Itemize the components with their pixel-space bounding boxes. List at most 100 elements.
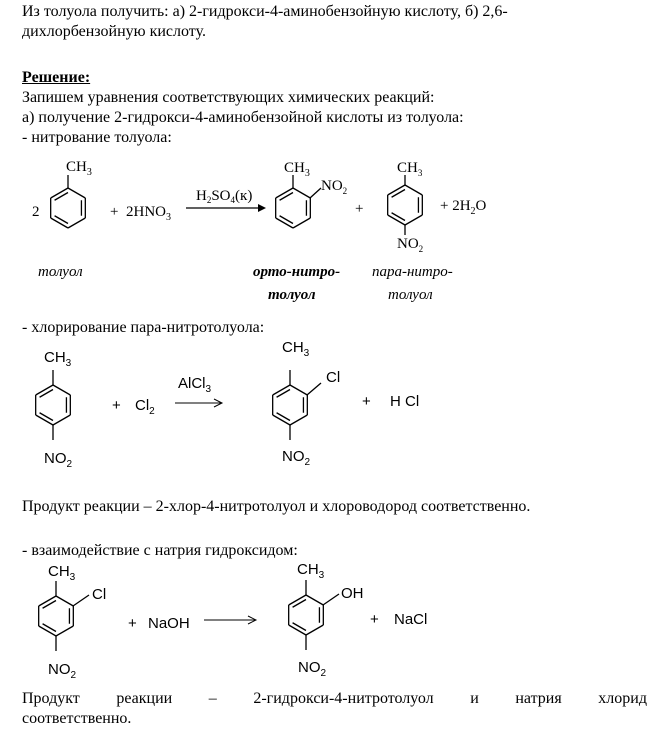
ring-bond bbox=[272, 414, 291, 426]
chloronitrotoluene-ring bbox=[38, 581, 90, 651]
ring-bond bbox=[35, 384, 54, 396]
reactant-no2: NO2 bbox=[48, 661, 77, 681]
ring-bond bbox=[67, 187, 86, 199]
reaction-hydroxide: CH3 Cl NO2 + NaOH CH3 OH NO2 + NaCl bbox=[38, 561, 427, 681]
label-para-line-2: толуол bbox=[388, 287, 433, 303]
label-ortho-line-2: толуол bbox=[268, 287, 316, 303]
solution-intro: Запишем уравнения соответствующих химиче… bbox=[22, 89, 435, 106]
para-no2: NO2 bbox=[397, 236, 423, 254]
ring-bond bbox=[387, 184, 406, 196]
ring-bond bbox=[305, 594, 324, 606]
ring-bond bbox=[288, 594, 307, 606]
problem-line-1: Из толуола получить: а) 2-гидрокси-4-ами… bbox=[22, 3, 508, 20]
ring-bond bbox=[52, 414, 71, 426]
chlorine: Cl2 bbox=[135, 397, 155, 417]
ortho-ch3: CH3 bbox=[284, 160, 310, 179]
ring-double-bond bbox=[39, 412, 54, 422]
p-nitrotoluene-ch3: CH3 bbox=[44, 349, 72, 369]
para-nitrotoluene-ring bbox=[387, 175, 423, 235]
solution-heading: Решение: bbox=[22, 69, 91, 86]
ring-bond bbox=[387, 214, 406, 226]
step-chlorination: - хлорирование пара-нитротолуола: bbox=[22, 319, 265, 336]
p-nitrotoluene-ring bbox=[35, 370, 71, 440]
ring-bond bbox=[292, 187, 311, 199]
ring-double-bond bbox=[391, 212, 406, 222]
ring-double-bond bbox=[54, 215, 69, 225]
sodium-hydroxide: NaOH bbox=[148, 615, 190, 632]
nitric-acid: 2HNO3 bbox=[126, 204, 171, 223]
ring-double-bond bbox=[39, 388, 54, 398]
ring-bond bbox=[275, 187, 294, 199]
product-ch3: CH3 bbox=[297, 561, 325, 581]
word: – bbox=[208, 690, 217, 707]
ring-double-bond bbox=[42, 599, 57, 609]
ring-double-bond bbox=[391, 188, 406, 198]
label-para-line-1: пара-нитро- bbox=[372, 264, 453, 280]
water-product: + 2H2O bbox=[440, 198, 487, 217]
ring-double-bond bbox=[279, 215, 294, 225]
reaction-arrow bbox=[204, 615, 258, 625]
ring-bond bbox=[67, 217, 86, 229]
toluene-ch3: CH3 bbox=[66, 159, 92, 178]
reaction-arrow bbox=[175, 398, 224, 408]
chloronitrotoluene-ring bbox=[272, 370, 322, 440]
ring-bond bbox=[55, 625, 74, 637]
ring-bond bbox=[55, 595, 74, 607]
plus-sign: + bbox=[110, 204, 118, 220]
ring-double-bond bbox=[54, 191, 69, 201]
ring-double-bond bbox=[279, 191, 294, 201]
label-ortho-line-1: орто-нитро- bbox=[253, 264, 340, 280]
plus-sign: + bbox=[362, 393, 371, 410]
ring-double-bond bbox=[292, 622, 307, 632]
p-nitrotoluene-no2: NO2 bbox=[44, 450, 73, 470]
ortho-nitrotoluene-ring bbox=[275, 175, 322, 229]
plus-sign: + bbox=[370, 611, 379, 628]
product-hydroxide-line-2: соответственно. bbox=[22, 710, 132, 727]
reactant-cl: Cl bbox=[92, 586, 106, 603]
product-oh: OH bbox=[341, 585, 364, 602]
ring-bond bbox=[288, 624, 307, 636]
ring-bond bbox=[38, 595, 57, 607]
product-cl: Cl bbox=[326, 369, 340, 386]
para-ch3: CH3 bbox=[397, 160, 423, 178]
plus-sign: + bbox=[112, 397, 121, 414]
reaction-chlorination: CH3 NO2 + Cl2 AlCl3 CH3 Cl NO2 + H Cl bbox=[35, 339, 419, 470]
reaction-arrow bbox=[186, 204, 266, 212]
ring-bond bbox=[404, 184, 423, 196]
ring-bond bbox=[275, 217, 294, 229]
product-no2: NO2 bbox=[298, 659, 327, 679]
toluene-ring bbox=[50, 175, 86, 229]
step-hydroxide: - взаимодействие с натрия гидроксидом: bbox=[22, 542, 298, 559]
ring-bond bbox=[50, 217, 69, 229]
sulfuric-acid-condition: H2SO4(к) bbox=[196, 188, 252, 205]
catalyst-alcl3: AlCl3 bbox=[178, 375, 212, 395]
ring-double-bond bbox=[276, 412, 291, 422]
sodium-chloride: NaCl bbox=[394, 611, 427, 628]
step-nitration: - нитрование толуола: bbox=[22, 129, 172, 146]
product-chlorination: Продукт реакции – 2-хлор-4-нитротолуол и… bbox=[22, 498, 531, 515]
problem-line-2: дихлорбензойную кислоту. bbox=[22, 23, 206, 40]
word: реакции bbox=[116, 690, 173, 707]
plus-sign: + bbox=[128, 615, 137, 632]
ring-bond bbox=[52, 384, 71, 396]
word: и bbox=[470, 690, 479, 707]
ring-bond bbox=[50, 187, 69, 199]
ring-double-bond bbox=[42, 623, 57, 633]
ortho-no2: NO2 bbox=[321, 178, 347, 196]
product-ch3: CH3 bbox=[282, 339, 310, 359]
ring-bond bbox=[38, 625, 57, 637]
word: Продукт bbox=[22, 690, 80, 707]
word: 2-гидрокси-4-нитротолуол bbox=[253, 690, 434, 707]
ring-double-bond bbox=[276, 388, 291, 398]
product-hydroxide-line-1: Продукт реакции – 2-гидрокси-4-нитротолу… bbox=[22, 689, 647, 708]
ring-double-bond bbox=[292, 598, 307, 608]
ring-bond bbox=[35, 414, 54, 426]
toluene-coefficient: 2 bbox=[32, 204, 40, 220]
word: натрия bbox=[515, 690, 562, 707]
hydroxynitrotoluene-ring bbox=[288, 580, 340, 650]
ring-bond bbox=[289, 384, 308, 396]
ring-bond bbox=[289, 414, 308, 426]
plus-sign: + bbox=[355, 201, 363, 217]
label-toluene: толуол bbox=[38, 264, 83, 280]
